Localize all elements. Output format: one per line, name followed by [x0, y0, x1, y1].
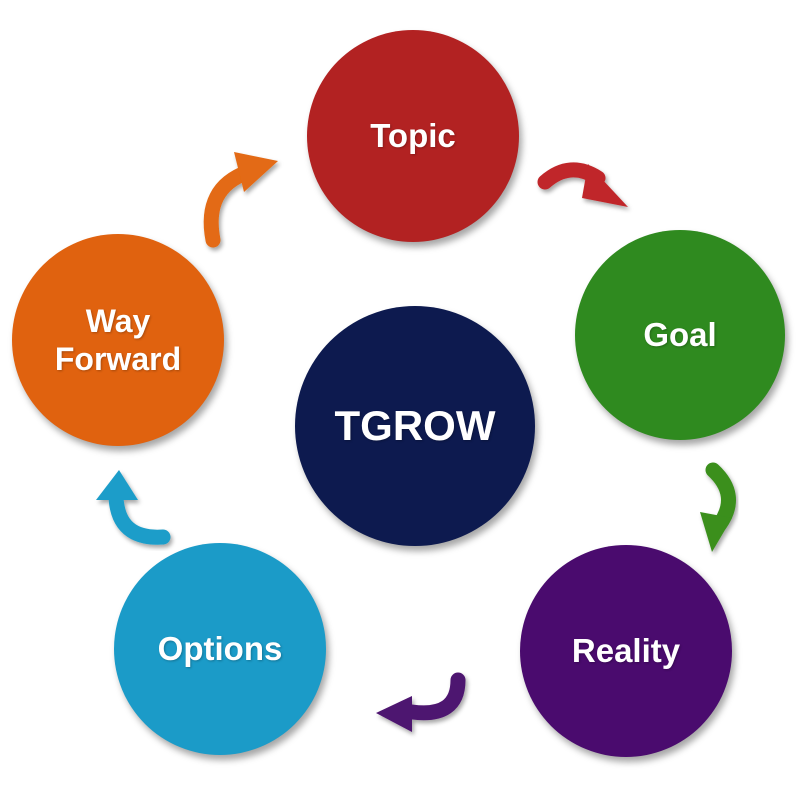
arrow-head-icon	[234, 152, 278, 192]
step-goal-circle: Goal	[575, 230, 785, 440]
step-topic-circle: Topic	[307, 30, 519, 242]
arrow-reality-to-options	[376, 672, 466, 732]
arrow-head-icon	[700, 512, 732, 552]
step-goal-label: Goal	[643, 316, 717, 354]
step-options-circle: Options	[114, 543, 326, 755]
arrow-head-icon	[376, 696, 412, 732]
arrow-goal-to-reality	[700, 462, 736, 552]
arrow-head-icon	[582, 164, 628, 207]
curved-arrow-icon	[404, 672, 466, 721]
step-way-forward-label-line1: Way	[85, 302, 151, 339]
step-options-label: Options	[157, 630, 283, 668]
center-tgrow-circle: TGROW	[295, 306, 535, 546]
step-way-forward-label: Way Forward	[55, 302, 181, 379]
curved-arrow-icon	[108, 489, 171, 545]
curved-arrow-icon	[203, 164, 256, 248]
step-reality-circle: Reality	[520, 545, 732, 757]
arrow-options-to-way-forward	[96, 470, 171, 545]
step-reality-label: Reality	[571, 632, 681, 670]
step-way-forward-label-line2: Forward	[54, 341, 182, 377]
center-tgrow-label: TGROW	[334, 401, 496, 449]
arrow-way-forward-to-topic	[203, 152, 278, 248]
arrow-topic-to-goal	[537, 162, 628, 207]
arrow-head-icon	[96, 470, 138, 500]
step-way-forward-circle: Way Forward	[12, 234, 224, 446]
step-topic-label: Topic	[370, 117, 456, 155]
